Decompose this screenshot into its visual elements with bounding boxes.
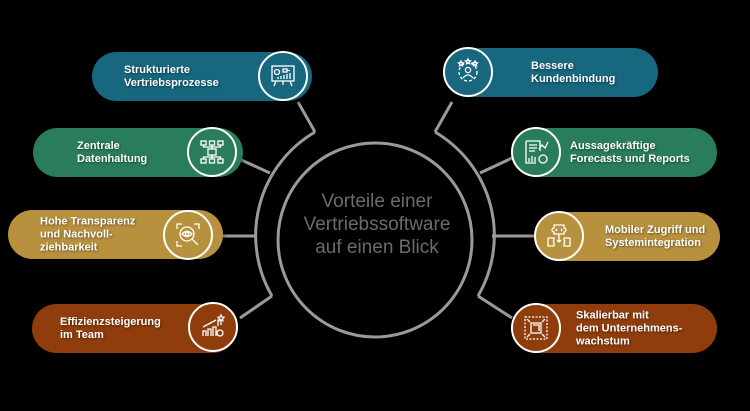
benefit-label: Aussagekräftige Forecasts und Reports [570, 139, 690, 165]
growth-chart-gear-icon [188, 302, 238, 352]
center-title: Vorteile einer Vertriebssoftware auf ein… [303, 191, 451, 258]
benefit-label: Mobiler Zugriff und Systemintegration [605, 223, 706, 249]
benefit-label: Skalierbar mit dem Unternehmens- wachstu… [576, 309, 683, 347]
eye-magnifier-icon [163, 210, 213, 260]
benefit-label: Zentrale Datenhaltung [77, 139, 148, 165]
puzzle-integration-icon [534, 211, 584, 261]
benefit-label: Hohe Transparenz und Nachvoll- ziehbarke… [40, 215, 136, 253]
benefit-label: Bessere Kundenbindung [531, 59, 616, 85]
hierarchy-icon [187, 127, 237, 177]
right-arc [434, 130, 496, 297]
scale-expand-icon [511, 303, 561, 353]
benefit-label: Strukturierte Vertriebsprozesse [124, 63, 219, 89]
report-chart-icon [511, 127, 561, 177]
presentation-board-icon [258, 51, 308, 101]
center-circle [276, 141, 474, 339]
customer-gear-stars-icon [443, 47, 493, 97]
left-arc [254, 130, 316, 297]
benefit-label: Effizienzsteigerung im Team [60, 315, 161, 341]
